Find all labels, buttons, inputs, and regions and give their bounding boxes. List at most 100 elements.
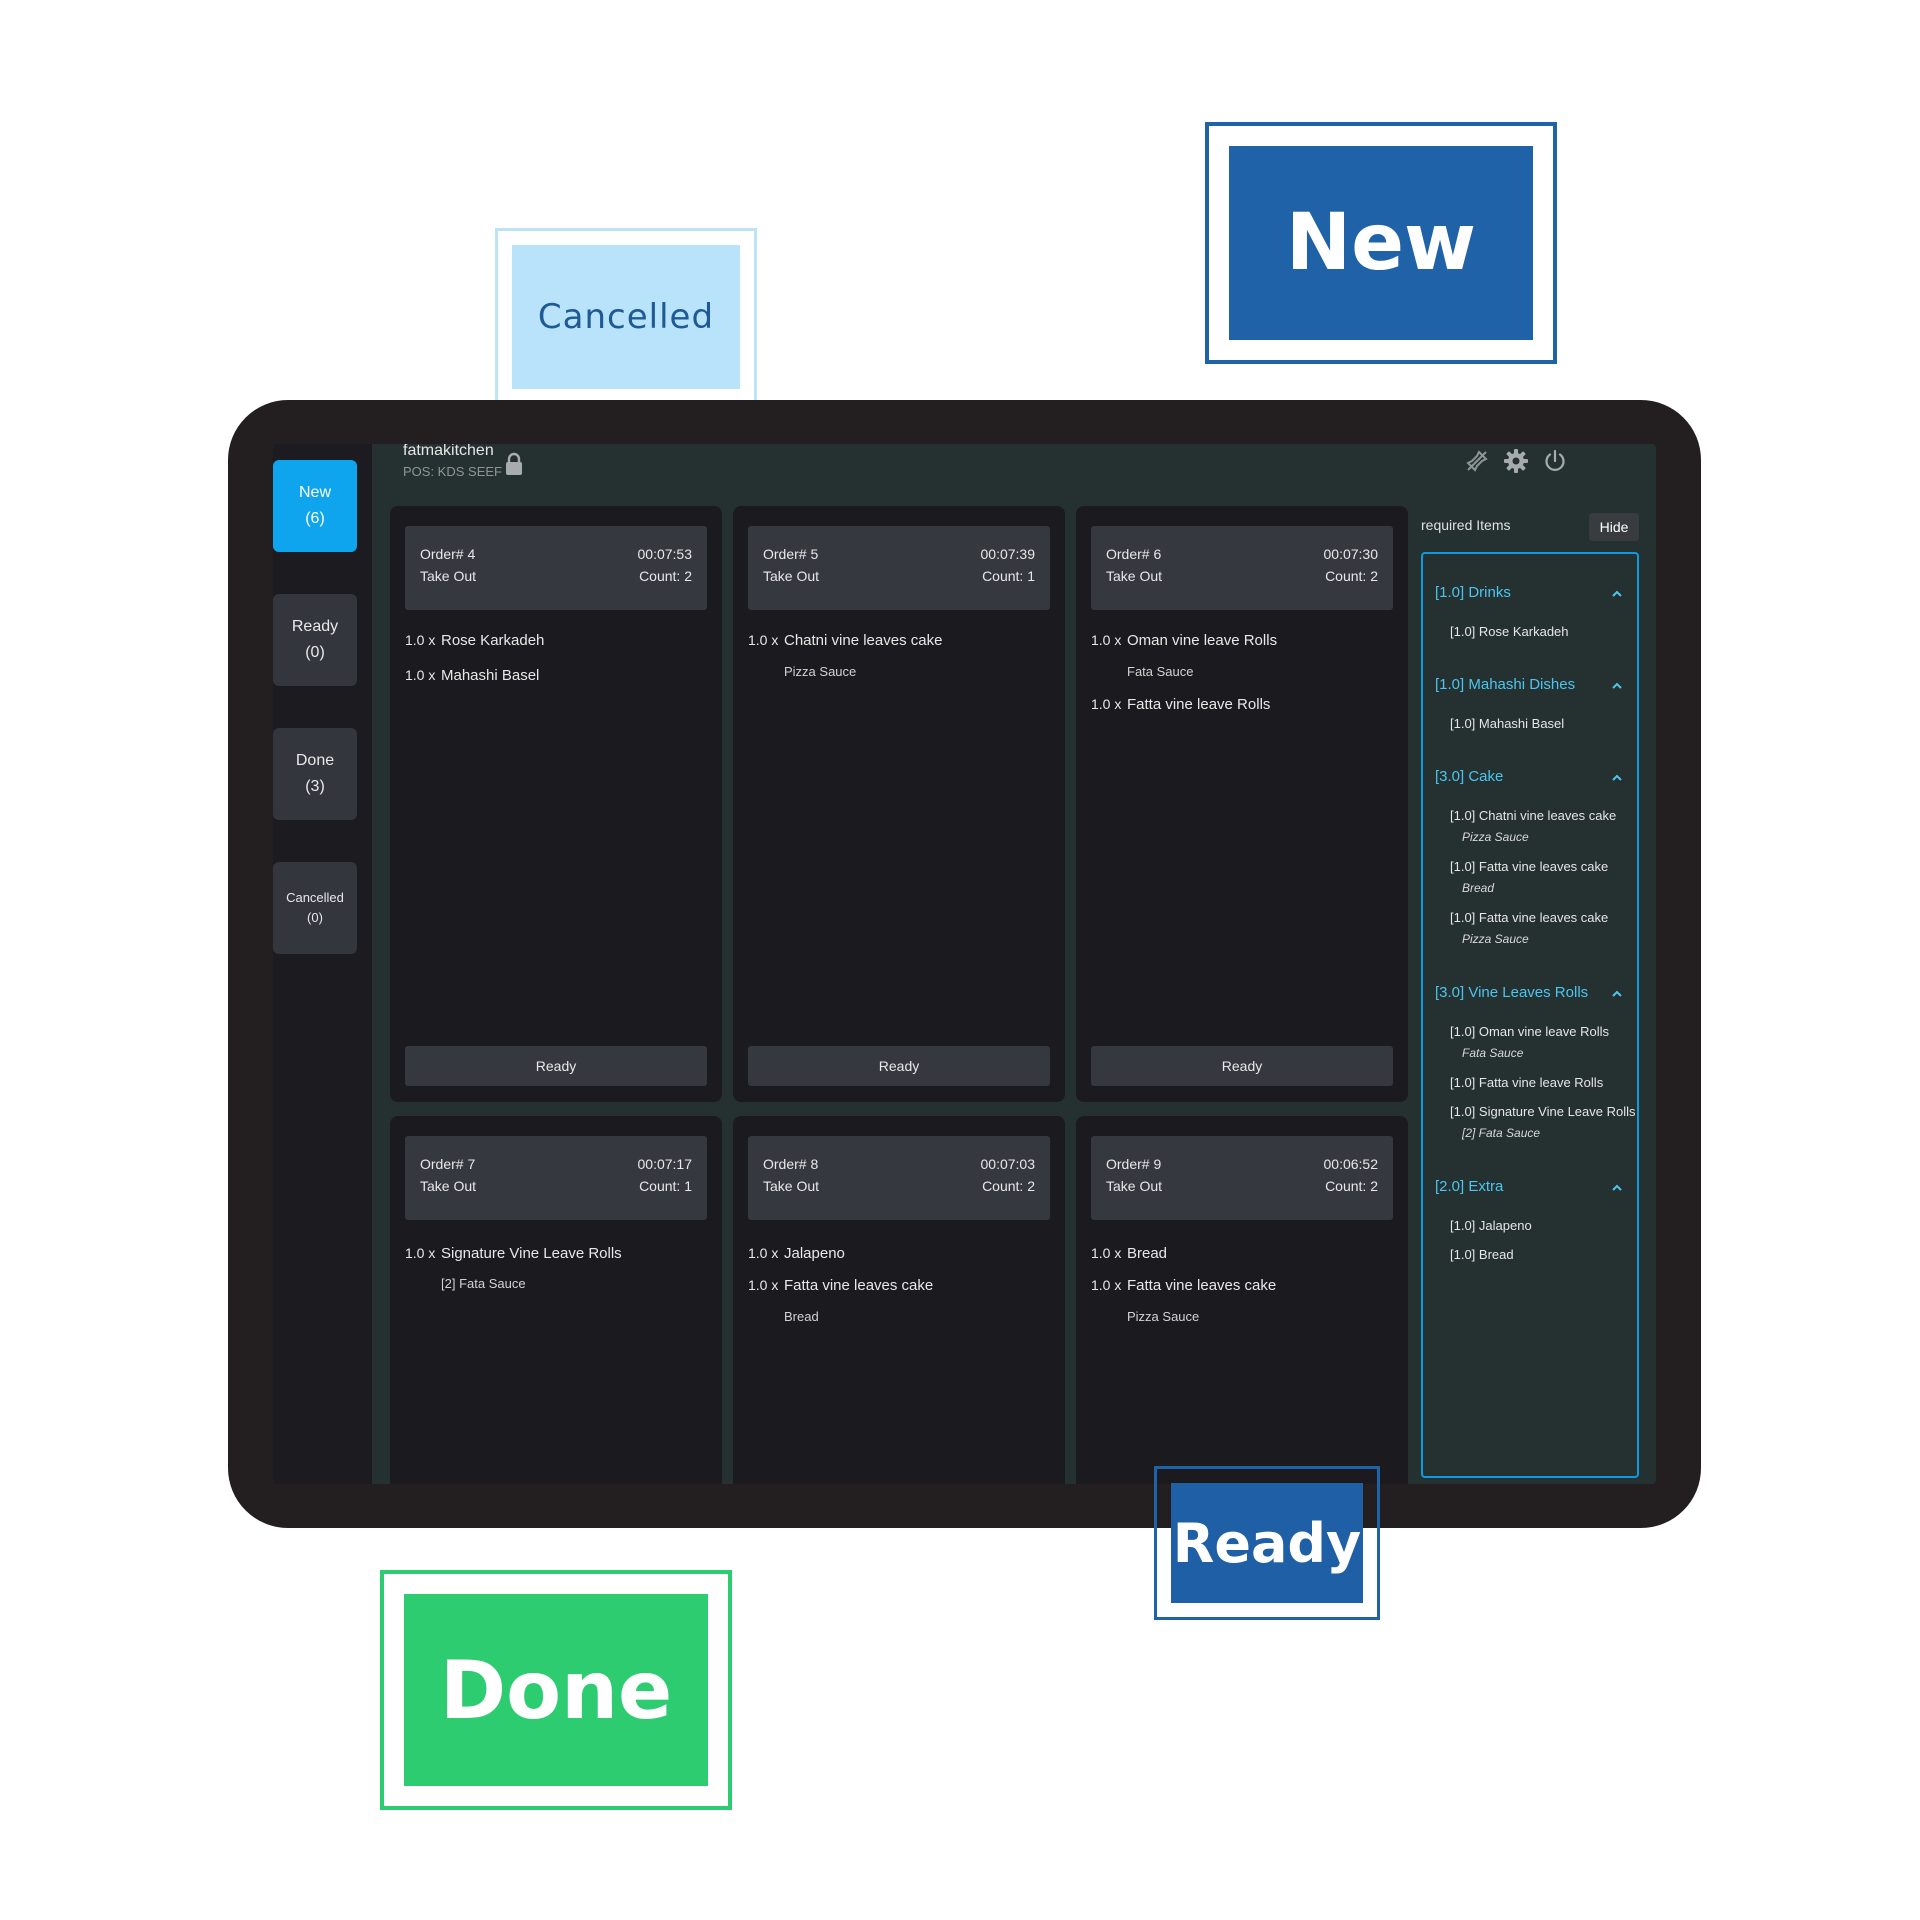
chevron-up-icon[interactable] [1611, 772, 1623, 784]
nav-done-button[interactable]: Done (3) [273, 728, 357, 820]
order-number: Order# 7 [420, 1156, 476, 1172]
order-type: Take Out [763, 568, 820, 584]
line-name: Jalapeno [784, 1245, 845, 1262]
header-bar: fatmakitchen POS: KDS SEEF [372, 444, 1656, 502]
line-name: Oman vine leave Rolls [1127, 632, 1278, 649]
category-cake[interactable]: [3.0] Cake [1435, 768, 1504, 785]
nav-ready-label: Ready [291, 618, 339, 635]
brand-name: fatmakitchen [403, 444, 494, 459]
nav-cancelled-button[interactable]: Cancelled (0) [273, 862, 357, 954]
order-card-8[interactable]: Order# 8 Take Out 00:07:03 Count: 2 1.0 … [733, 1116, 1065, 1484]
chevron-up-icon[interactable] [1611, 988, 1623, 1000]
required-item-modifier: Pizza Sauce [1462, 932, 1529, 946]
order-timer: 00:07:30 [1323, 546, 1379, 562]
order-type: Take Out [420, 568, 477, 584]
order-count: Count: 2 [982, 1178, 1035, 1194]
chevron-up-icon[interactable] [1611, 588, 1623, 600]
order-count: Count: 1 [982, 568, 1035, 584]
required-item-modifier: Fata Sauce [1462, 1046, 1524, 1060]
lock-icon[interactable] [504, 452, 524, 476]
line-modifier: Fata Sauce [1127, 664, 1194, 679]
line-qty: 1.0 x [405, 632, 436, 648]
category-vine-leaves-rolls[interactable]: [3.0] Vine Leaves Rolls [1435, 984, 1589, 1001]
order-card-9[interactable]: Order# 9 Take Out 00:06:52 Count: 2 1.0 … [1076, 1116, 1408, 1484]
line-modifier: [2] Fata Sauce [441, 1276, 526, 1291]
required-item: [1.0] Bread [1450, 1247, 1514, 1262]
category-drinks[interactable]: [1.0] Drinks [1435, 584, 1511, 601]
line-name: Fatta vine leaves cake [1127, 1277, 1277, 1294]
line-name: Fatta vine leaves cake [784, 1277, 934, 1294]
order-card-5[interactable]: Order# 5 Take Out 00:07:39 Count: 1 1.0 … [733, 506, 1065, 1102]
line-name: Bread [1127, 1245, 1168, 1262]
order-timer: 00:07:17 [637, 1156, 693, 1172]
order-line-item: 1.0 x Mahashi Basel [405, 667, 539, 684]
required-item: [1.0] Rose Karkadeh [1450, 624, 1569, 639]
power-icon[interactable] [1542, 448, 1568, 474]
order-card-7[interactable]: Order# 7 Take Out 00:07:17 Count: 1 1.0 … [390, 1116, 722, 1484]
order-count: Count: 2 [1325, 568, 1378, 584]
order-timer: 00:07:03 [980, 1156, 1036, 1172]
order-count: Count: 1 [639, 1178, 692, 1194]
order-ready-button[interactable]: Ready [748, 1046, 1050, 1086]
order-card-header: Order# 8 Take Out 00:07:03 Count: 2 [748, 1136, 1050, 1220]
line-name: Mahashi Basel [441, 667, 540, 684]
gear-icon[interactable] [1503, 448, 1529, 474]
order-card-header: Order# 7 Take Out 00:07:17 Count: 1 [405, 1136, 707, 1220]
line-qty: 1.0 x [1091, 1245, 1122, 1261]
line-qty: 1.0 x [405, 667, 436, 683]
order-type: Take Out [1106, 1178, 1163, 1194]
order-count: Count: 2 [639, 568, 692, 584]
order-card-header: Order# 9 Take Out 00:06:52 Count: 2 [1091, 1136, 1393, 1220]
line-qty: 1.0 x [1091, 696, 1122, 712]
ready-sticker-label: Ready [1171, 1483, 1363, 1603]
ready-sticker: Ready [1154, 1466, 1380, 1620]
order-card-header: Order# 4 Take Out 00:07:53 Count: 2 [405, 526, 707, 610]
nav-new-button[interactable]: New (6) [273, 460, 357, 552]
pos-label: POS: KDS SEEF [403, 464, 502, 479]
line-qty: 1.0 x [405, 1245, 436, 1261]
order-number: Order# 6 [1106, 546, 1162, 562]
order-timer: 00:07:53 [637, 546, 693, 562]
status-nav: New (6) Ready (0) Done (3) Cancelled (0) [273, 444, 372, 1484]
pin-off-icon[interactable] [1464, 448, 1490, 474]
line-name: Chatni vine leaves cake [784, 632, 943, 649]
order-card-6[interactable]: Order# 6 Take Out 00:07:30 Count: 2 1.0 … [1076, 506, 1408, 1102]
required-item-modifier: Pizza Sauce [1462, 830, 1529, 844]
nav-ready-button[interactable]: Ready (0) [273, 594, 357, 686]
required-item: [1.0] Fatta vine leaves cake [1450, 910, 1609, 925]
order-number: Order# 5 [763, 546, 819, 562]
line-qty: 1.0 x [1091, 632, 1122, 648]
order-ready-button[interactable]: Ready [405, 1046, 707, 1086]
order-line-item: 1.0 x Rose Karkadeh [405, 632, 544, 649]
nav-cancelled-label: Cancelled [286, 890, 344, 905]
order-number: Order# 8 [763, 1156, 819, 1172]
required-item: [1.0] Fatta vine leave Rolls [1450, 1075, 1604, 1090]
new-sticker-label: New [1229, 146, 1533, 340]
done-sticker: Done [380, 1570, 732, 1810]
nav-cancelled-count: (0) [307, 910, 323, 925]
done-sticker-label: Done [404, 1594, 708, 1786]
category-mahashi-dishes[interactable]: [1.0] Mahashi Dishes [1435, 676, 1576, 693]
nav-ready-count: (0) [305, 644, 325, 661]
required-item: [1.0] Signature Vine Leave Rolls [1450, 1104, 1636, 1119]
category-extra[interactable]: [2.0] Extra [1435, 1178, 1504, 1195]
hide-button[interactable]: Hide [1589, 513, 1639, 541]
kds-screen: New (6) Ready (0) Done (3) Cancelled (0)… [273, 444, 1656, 1484]
required-items-panel: [1.0] Drinks [1.0] Rose Karkadeh [1.0] M… [1421, 552, 1639, 1478]
order-ready-button[interactable]: Ready [1091, 1046, 1393, 1086]
new-sticker: New [1205, 122, 1557, 364]
chevron-up-icon[interactable] [1611, 680, 1623, 692]
order-line-item: 1.0 x Fatta vine leaves cake [1091, 1277, 1276, 1294]
order-card-4[interactable]: Order# 4 Take Out 00:07:53 Count: 2 1.0 … [390, 506, 722, 1102]
line-name: Rose Karkadeh [441, 632, 545, 649]
order-line-item: 1.0 x Bread [1091, 1245, 1167, 1262]
nav-new-count: (6) [305, 510, 325, 527]
chevron-up-icon[interactable] [1611, 1182, 1623, 1194]
line-qty: 1.0 x [1091, 1277, 1122, 1293]
required-item-modifier: [2] Fata Sauce [1462, 1126, 1541, 1140]
required-item: [1.0] Fatta vine leaves cake [1450, 859, 1609, 874]
